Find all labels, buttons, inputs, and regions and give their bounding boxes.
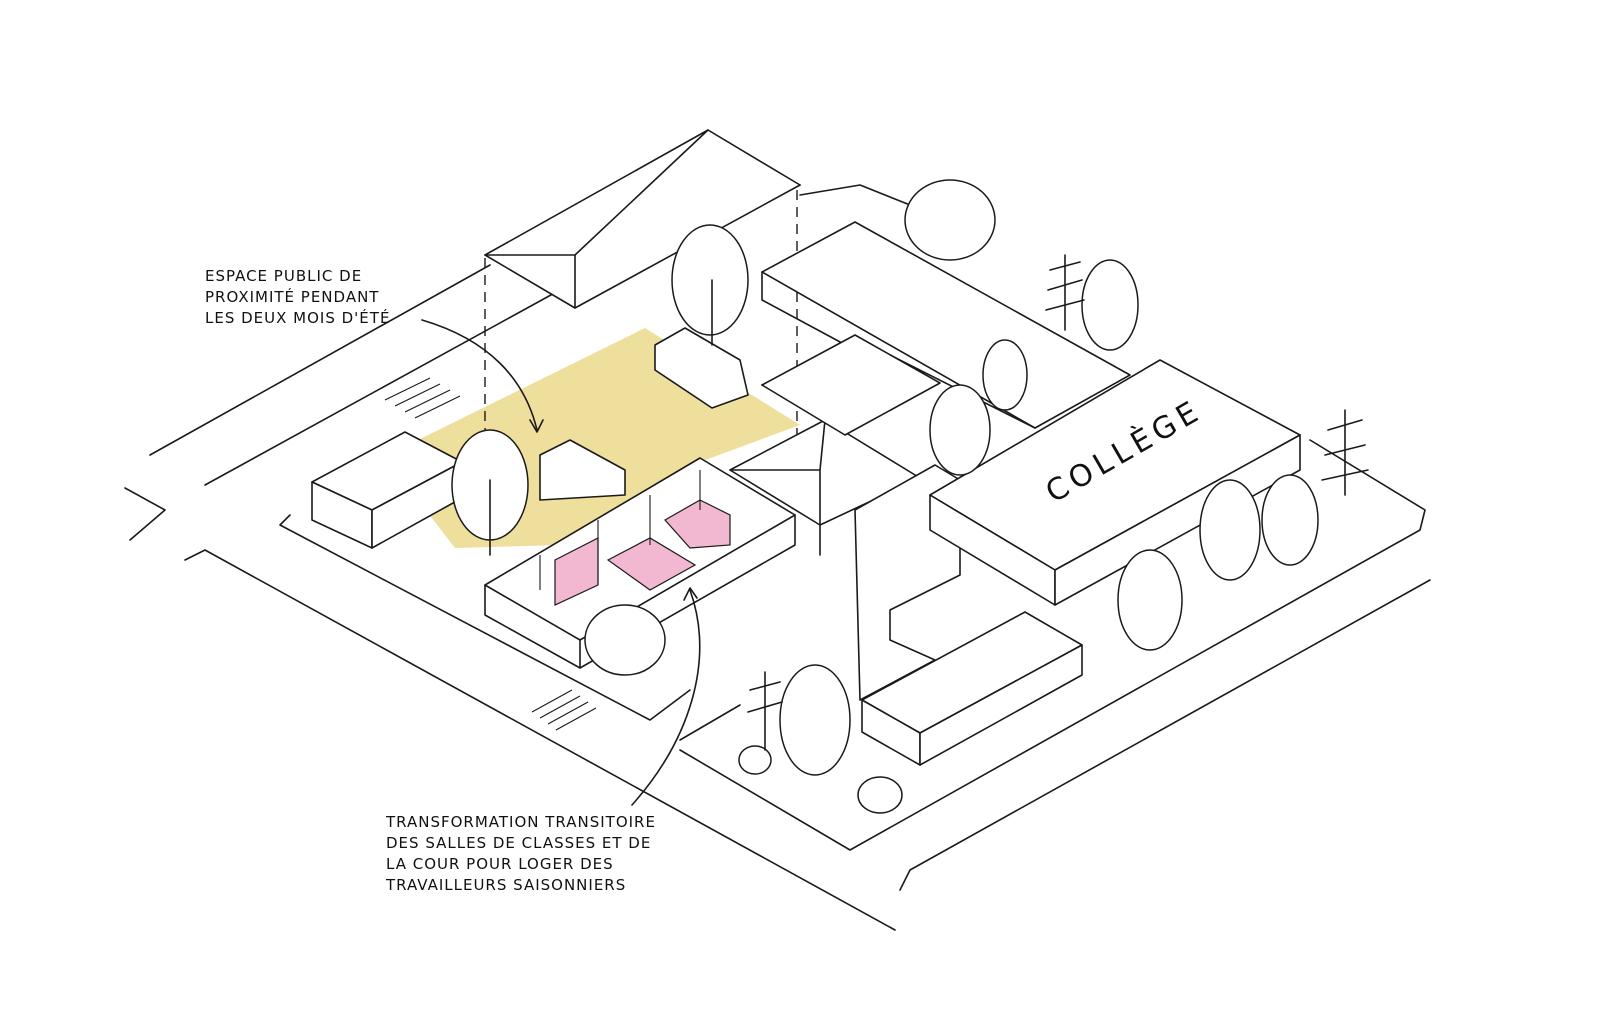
trees xyxy=(451,179,1369,814)
college-building xyxy=(929,359,1301,606)
housing-room xyxy=(664,499,731,549)
annotation-public-space: ESPACE PUBLIC DE PROXIMITÉ PENDANT LES D… xyxy=(205,267,391,327)
food-truck xyxy=(539,327,749,501)
housing-room xyxy=(606,537,697,591)
north-wing xyxy=(761,221,1131,701)
leader-arrow xyxy=(421,319,544,433)
roads xyxy=(124,184,1431,931)
annotation-transformation: TRANSFORMATION TRANSITOIRE DES SALLES DE… xyxy=(386,813,656,894)
floating-roof xyxy=(484,129,801,500)
south-building xyxy=(861,611,1083,766)
crosswalk xyxy=(384,377,597,731)
left-building xyxy=(311,431,463,549)
central-pavilion xyxy=(729,419,921,556)
school-wing-housing xyxy=(484,457,796,669)
leader-arrow xyxy=(631,587,701,806)
